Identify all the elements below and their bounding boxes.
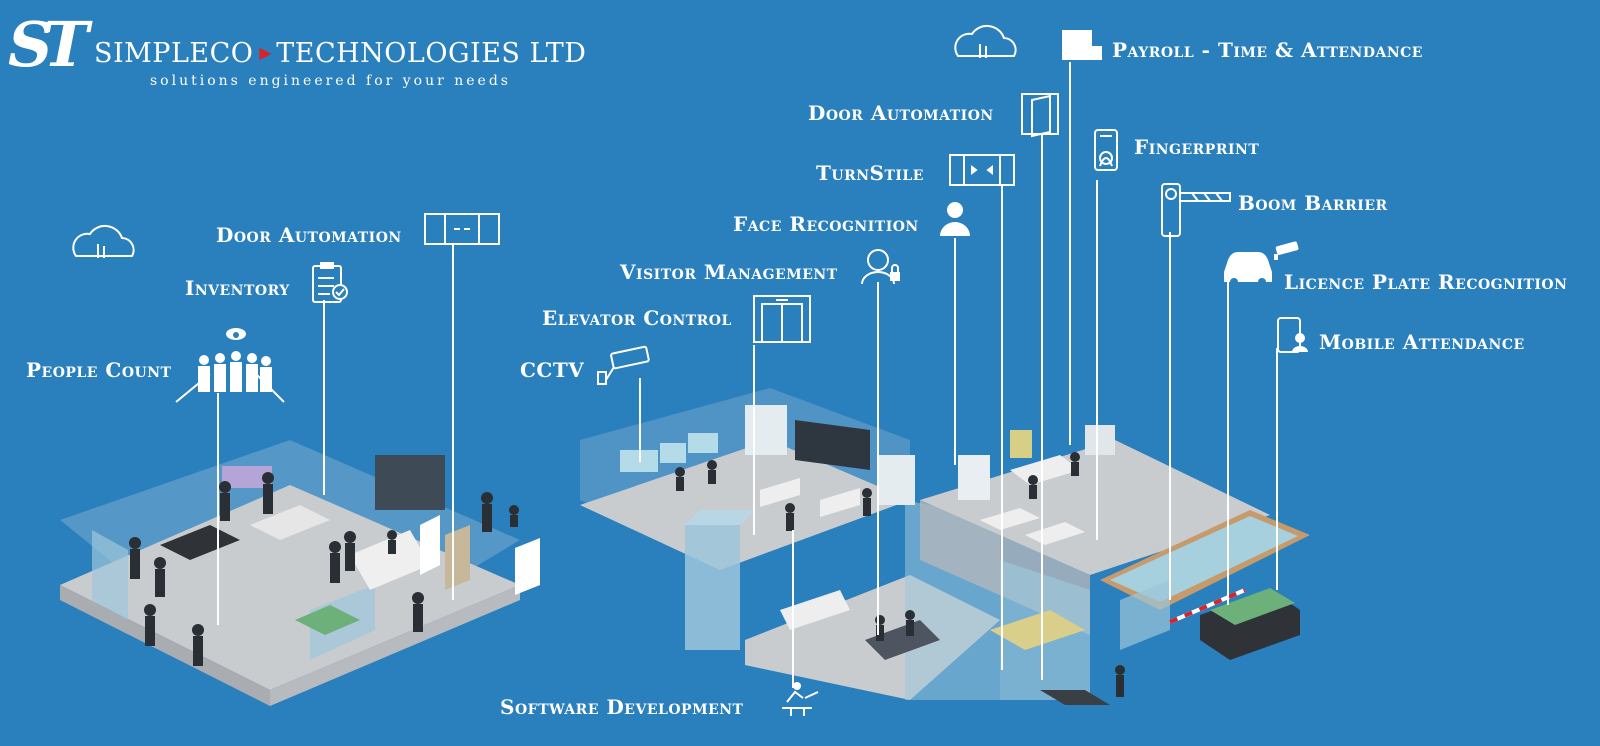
camera-icon — [1274, 241, 1299, 260]
sliding-door-icon — [424, 213, 500, 245]
label-cctv: CCTV — [520, 358, 585, 382]
label-licence-plate: Licence Plate Recognition — [1284, 270, 1568, 294]
label-elevator-control: Elevator Control — [542, 306, 732, 330]
brand-name: SIMPLECO ▶TECHNOLOGIES LTD — [94, 40, 586, 67]
elevator-icon — [753, 295, 811, 343]
mobile-icon — [1277, 317, 1308, 353]
visitor-icon — [861, 249, 900, 285]
label-software-development: Software Development — [500, 695, 744, 719]
leader-lines — [217, 62, 1278, 688]
clipboard-icon — [312, 262, 348, 303]
label-mobile-attendance: Mobile Attendance — [1319, 330, 1525, 354]
label-turnstile: TurnStile — [816, 161, 924, 185]
left-building — [60, 440, 540, 706]
label-fingerprint: Fingerprint — [1134, 135, 1260, 159]
label-payroll: Payroll - Time & Attendance — [1112, 38, 1423, 62]
payroll-badge-text: Payslip — [1065, 35, 1090, 43]
face-recognition-icon — [940, 202, 970, 236]
cloud-icon — [72, 224, 135, 258]
cloud-icon — [954, 24, 1017, 58]
developer-icon — [782, 682, 819, 716]
label-visitor-management: Visitor Management — [620, 260, 838, 284]
brand-triangle-icon: ▶ — [259, 43, 273, 62]
payroll-icon — [1062, 30, 1102, 60]
label-boom-barrier: Boom Barrier — [1238, 191, 1388, 215]
label-people-count: People Count — [26, 358, 172, 382]
right-building — [920, 425, 1310, 705]
label-door-automation-left: Door Automation — [216, 223, 402, 247]
turnstile-icon — [949, 154, 1015, 186]
people-count-icon — [198, 351, 272, 392]
cctv-camera-icon — [597, 345, 650, 385]
door-icon — [1021, 93, 1059, 138]
people-count-beam — [175, 373, 211, 403]
dome-camera-icon — [226, 328, 246, 340]
fingerprint-icon — [1094, 129, 1118, 171]
brand-name-left: SIMPLECO — [94, 38, 254, 69]
label-door-automation-right: Door Automation — [808, 101, 994, 125]
brand-name-right: TECHNOLOGIES LTD — [276, 38, 587, 69]
brand-tagline: solutions engineered for your needs — [150, 73, 511, 89]
label-face-recognition: Face Recognition — [733, 212, 919, 236]
brand-logo-mark: ST — [8, 8, 89, 81]
car-icon — [1224, 252, 1272, 286]
people-count-beam — [255, 373, 285, 403]
boom-barrier-icon — [1161, 183, 1231, 237]
label-inventory: Inventory — [185, 276, 290, 300]
